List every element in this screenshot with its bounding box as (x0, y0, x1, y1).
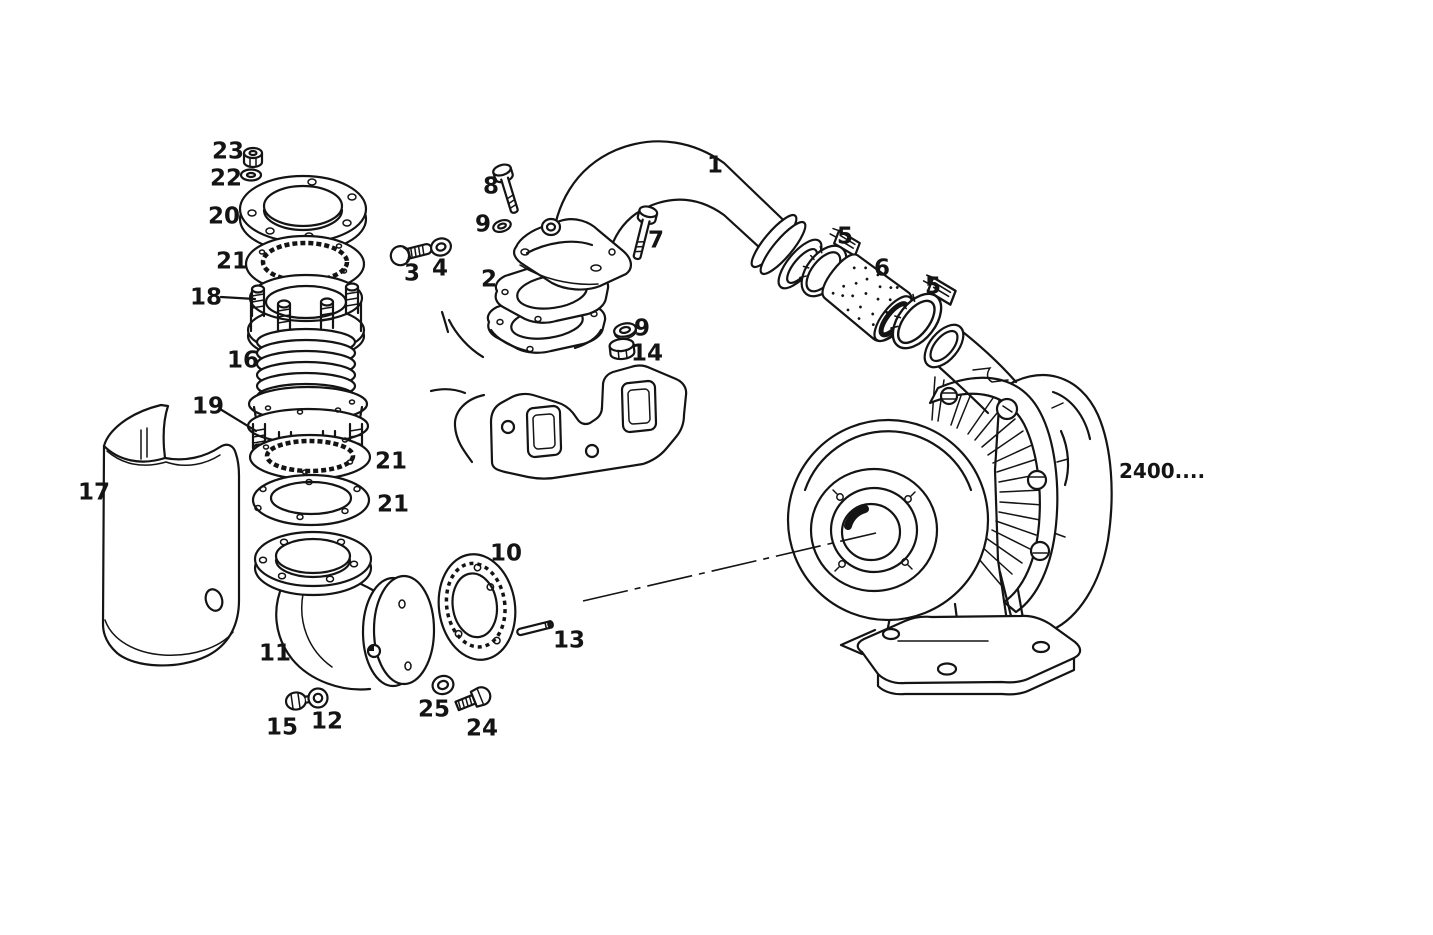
callout-21-top: 21 (216, 249, 248, 275)
callout-15: 15 (266, 715, 298, 741)
turbocharger (786, 323, 1113, 696)
leader-lines (218, 295, 258, 433)
part-23-nut (242, 146, 264, 169)
callout-21-lower: 21 (377, 492, 409, 518)
part-25-washer (431, 674, 455, 696)
callout-13: 13 (553, 628, 585, 654)
part-1-exhaust-pipe (513, 140, 823, 291)
callout-18: 18 (190, 285, 222, 311)
callout-8: 8 (483, 174, 499, 200)
bearing-housing-fins (931, 376, 1044, 586)
callout-11: 11 (259, 641, 291, 667)
part-21-gasket-lower (251, 473, 371, 527)
callout-19: 19 (192, 394, 224, 420)
callout-24: 24 (466, 716, 498, 742)
callout-21-mid: 21 (375, 449, 407, 475)
mounting-base (839, 614, 1082, 696)
callout-5-left: 5 (837, 224, 853, 250)
callout-3: 3 (404, 261, 420, 287)
reference-code: 2400.... (1119, 459, 1205, 483)
turbo-inlet-pipe (923, 323, 1018, 415)
callout-4: 4 (432, 256, 448, 282)
callout-14: 14 (631, 341, 663, 367)
center-flange-band (928, 376, 1059, 614)
callout-2: 2 (481, 267, 497, 293)
part-21-gasket-mid (248, 433, 372, 481)
part-24-bolt (454, 686, 492, 712)
compressor-face (809, 467, 939, 593)
manifold-gasket-plate (489, 364, 688, 480)
part-9-washer-upper (492, 218, 512, 234)
band-bolts (939, 386, 1051, 562)
callout-9-lower: 9 (634, 316, 650, 342)
part-11-elbow (253, 530, 436, 691)
part-14-nut (608, 337, 636, 361)
callout-7: 7 (648, 228, 664, 254)
callout-6: 6 (874, 256, 890, 282)
callout-16: 16 (227, 348, 259, 374)
part-5-clamp-right (890, 274, 957, 350)
callout-17: 17 (78, 480, 110, 506)
callout-23: 23 (212, 139, 244, 165)
part-22-washer (239, 168, 263, 182)
callout-25: 25 (418, 697, 450, 723)
part-20-flange (238, 174, 368, 254)
part-8-bolt (492, 163, 519, 214)
part-9-washer-lower (613, 322, 637, 340)
centerline (582, 532, 877, 602)
callout-12: 12 (311, 709, 343, 735)
part-13-stud (516, 620, 554, 637)
part-17-heat-shield (101, 403, 241, 667)
hose-texture (831, 266, 899, 327)
engine-outline-hints (429, 310, 486, 464)
callout-1: 1 (707, 153, 723, 179)
callout-9-upper: 9 (475, 212, 491, 238)
callout-10: 10 (490, 541, 522, 567)
callout-5-right: 5 (925, 274, 941, 300)
part-10-gasket (437, 553, 517, 661)
part-12-washer (307, 687, 329, 709)
callout-20: 20 (208, 204, 240, 230)
part-4-washer (429, 237, 453, 257)
callout-22: 22 (210, 166, 242, 192)
stud-18 (250, 282, 360, 332)
part-7-bolt (632, 205, 659, 261)
part-15-plug (284, 691, 313, 711)
part-19-flange-studs (246, 385, 370, 463)
